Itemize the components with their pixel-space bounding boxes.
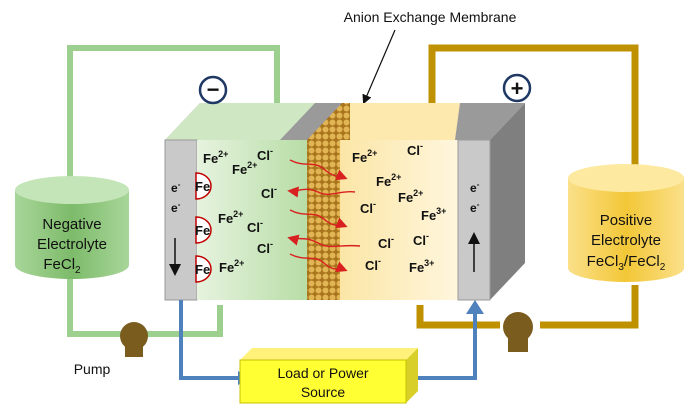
positive-pump-icon: [503, 312, 533, 352]
ion-cl-pos-2: Cl-: [360, 199, 376, 216]
electron-pos-1: e-: [470, 180, 480, 195]
negative-terminal-icon: [198, 75, 228, 105]
ion-fe2-pos-1: Fe2+: [352, 148, 377, 165]
svg-text:Fe: Fe: [195, 262, 210, 277]
ion-cl-pos-1: Cl-: [407, 141, 423, 158]
current-arrow-right: [405, 312, 477, 380]
ion-fe2-neg-1: Fe2+: [203, 149, 228, 166]
electron-pos-2: e-: [470, 200, 480, 215]
negative-chamber: [197, 140, 307, 300]
load-line1: Load or Power: [277, 365, 368, 381]
membrane-title: Anion Exchange Membrane: [344, 9, 517, 25]
load-line2: Source: [301, 384, 346, 400]
positive-tank-line2: Electrolyte: [591, 232, 661, 249]
positive-top-shade: [315, 103, 460, 140]
ion-arrow-left-1: [287, 186, 356, 198]
positive-terminal-sign: +: [511, 76, 524, 101]
electron-neg-1: e-: [171, 180, 181, 195]
positive-tank-formula: FeCl3/FeCl2: [587, 253, 666, 273]
positive-feed-pipe: [416, 305, 500, 329]
ion-cl-pos-4: Cl-: [413, 231, 429, 248]
fe-deposit-3: Fe: [195, 255, 212, 283]
positive-return-pipe: [428, 44, 639, 175]
ion-cl-neg-2: Cl-: [261, 184, 277, 201]
svg-text:Fe: Fe: [195, 179, 210, 194]
negative-electrolyte-tank: Negative Electrolyte FeCl2: [15, 176, 129, 279]
ion-cl-neg-1: Cl-: [257, 146, 273, 163]
positive-pump-pipe: [540, 285, 639, 329]
negative-return-pipe: [67, 45, 280, 185]
ion-fe2-neg-4: Fe2+: [219, 258, 244, 275]
positive-chamber: [340, 140, 458, 300]
positive-tank-line1: Positive: [600, 212, 653, 229]
membrane-pointer-arrow: [362, 29, 396, 105]
negative-feed-pipe: [150, 305, 223, 337]
ion-arrow-right-2: [289, 209, 348, 229]
positive-electrode-plate: [457, 139, 491, 301]
fe-deposit-2: Fe: [195, 216, 212, 244]
ion-fe3-pos-2: Fe3+: [409, 258, 434, 275]
negative-tank-line2: Electrolyte: [37, 236, 107, 253]
ion-cl-neg-3: Cl-: [247, 218, 263, 235]
anion-exchange-membrane: [307, 103, 350, 300]
ion-fe2-neg-2: Fe2+: [232, 160, 257, 177]
electron-neg-2: e-: [171, 200, 181, 215]
negative-top-shade: [165, 103, 315, 140]
current-arrow-left: [179, 300, 245, 380]
ion-fe2-neg-3: Fe2+: [218, 209, 243, 226]
ion-cl-pos-5: Cl-: [365, 256, 381, 273]
negative-tank-line1: Negative: [42, 216, 101, 233]
ion-cl-neg-4: Cl-: [257, 239, 273, 256]
ion-fe2-pos-2: Fe2+: [376, 172, 401, 189]
ion-cl-pos-3: Cl-: [378, 234, 394, 251]
ion-arrow-right-3: [289, 253, 348, 273]
ion-fe2-pos-3: Fe2+: [398, 188, 423, 205]
fe-deposit-1: Fe: [195, 172, 212, 200]
negative-terminal-sign: −: [207, 77, 220, 102]
negative-electrode-plate: [164, 139, 198, 301]
ion-arrow-right-1: [289, 159, 348, 181]
pump-label: Pump: [74, 361, 111, 377]
negative-tank-formula: FeCl2: [43, 256, 81, 276]
negative-pump-icon: [120, 322, 148, 357]
ion-arrow-left-2: [287, 234, 361, 248]
positive-terminal-icon: [502, 73, 532, 103]
positive-electrolyte-tank: Positive Electrolyte FeCl3/FeCl2: [568, 164, 684, 282]
svg-text:Fe: Fe: [195, 223, 210, 238]
cell-right-face: [490, 103, 525, 300]
load-box: Load or Power Source: [239, 348, 418, 404]
ion-fe3-pos-1: Fe3+: [421, 206, 446, 223]
current-arrowhead-up: [466, 300, 484, 314]
